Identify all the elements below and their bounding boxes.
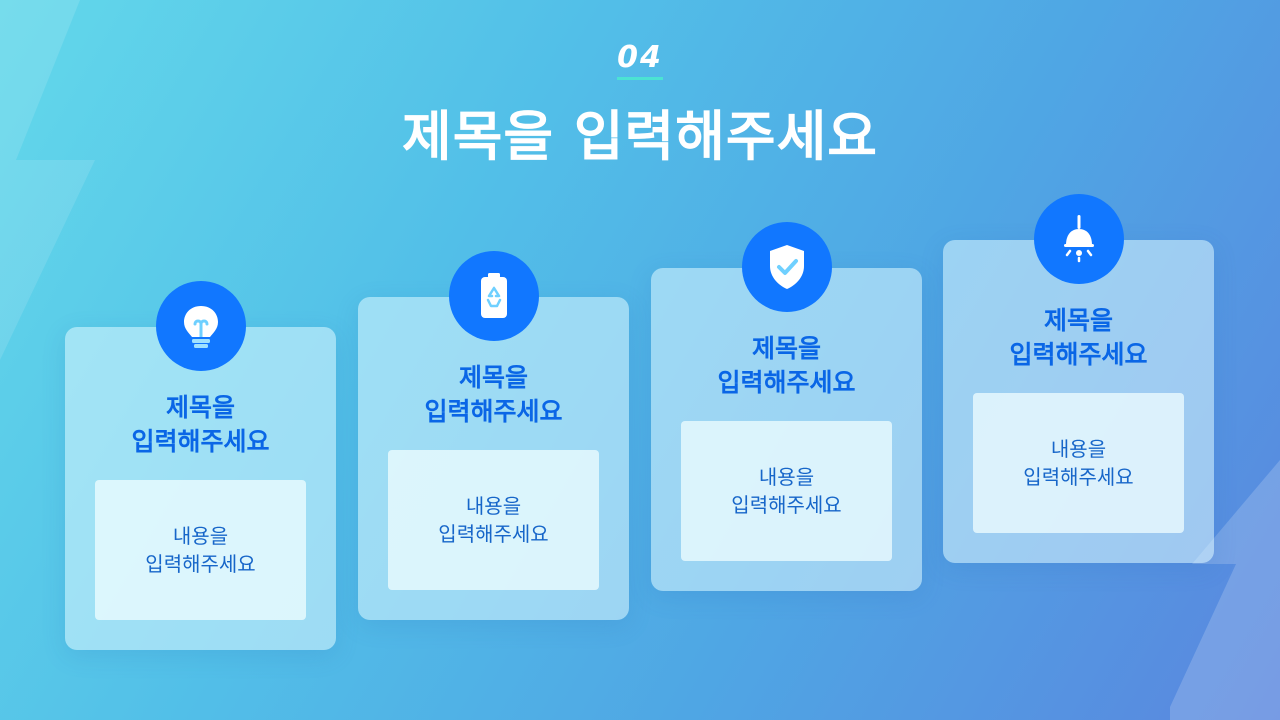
header: 04 제목을 입력해주세요 <box>0 40 1280 171</box>
card-title: 제목을 입력해주세요 <box>131 393 270 456</box>
card-content: 내용을 입력해주세요 <box>973 393 1184 533</box>
lightbulb-icon <box>156 281 246 371</box>
ceiling-lamp-icon <box>1034 194 1124 284</box>
card-title: 제목을 입력해주세요 <box>1009 306 1148 369</box>
step-card-3: 제목을 입력해주세요 내용을 입력해주세요 <box>651 222 922 591</box>
card-content: 내용을 입력해주세요 <box>388 450 599 590</box>
card-title: 제목을 입력해주세요 <box>717 334 856 397</box>
shield-check-icon <box>742 222 832 312</box>
step-card-4: 제목을 입력해주세요 내용을 입력해주세요 <box>943 194 1214 563</box>
page-title: 제목을 입력해주세요 <box>402 105 878 168</box>
step-card-1: 제목을 입력해주세요 내용을 입력해주세요 <box>65 281 336 650</box>
card-title: 제목을 입력해주세요 <box>424 363 563 426</box>
card-content: 내용을 입력해주세요 <box>95 480 306 620</box>
slide-number: 04 <box>617 40 663 80</box>
card-content: 내용을 입력해주세요 <box>681 421 892 561</box>
eco-battery-icon <box>449 251 539 341</box>
step-card-2: 제목을 입력해주세요 내용을 입력해주세요 <box>358 251 629 620</box>
